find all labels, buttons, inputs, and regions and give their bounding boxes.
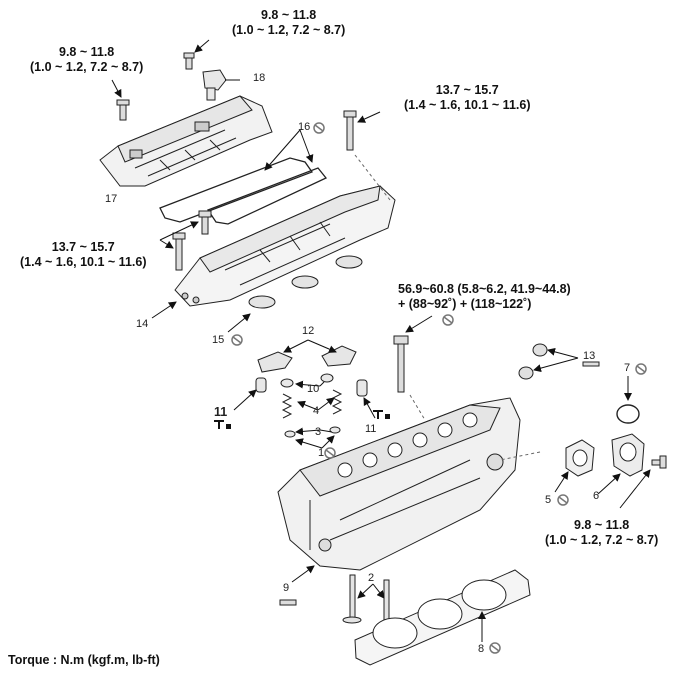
cover-bolt-mid — [198, 210, 212, 235]
breather-cover — [99, 95, 273, 187]
tool-symbols — [214, 410, 390, 429]
part-number-14: 14 — [136, 318, 149, 330]
bolt-fitting — [651, 455, 667, 469]
torque-conversion: (1.4 ~ 1.6, 10.1 ~ 11.6) — [404, 98, 531, 112]
part-number-2: 2 — [368, 572, 375, 584]
torque-label-18: 9.8 ~ 11.8 (1.0 ~ 1.2, 7.2 ~ 8.7) — [232, 8, 345, 38]
torque-conversion: (1.0 ~ 1.2, 7.2 ~ 8.7) — [30, 60, 144, 74]
cylinder-head — [277, 397, 521, 571]
torque-value: 13.7 ~ 15.7 — [435, 83, 499, 97]
torque-label-17: 9.8 ~ 11.8 (1.0 ~ 1.2, 7.2 ~ 8.7) — [30, 45, 143, 75]
o-ring-7 — [616, 404, 640, 424]
part-number-9: 9 — [283, 582, 290, 594]
cylinder-head-cover — [174, 185, 396, 307]
part-number-1: 1 — [318, 447, 325, 459]
part-number-11-right: 11 — [365, 423, 377, 435]
torque-label-fitting: 9.8 ~ 11.8 (1.0 ~ 1.2, 7.2 ~ 8.7) — [545, 518, 658, 548]
part-number-8: 8 — [478, 643, 485, 655]
torque-units-footer: Torque : N.m (kgf.m, lb-ft) — [8, 653, 160, 667]
torque-value: 9.8 ~ 11.8 — [574, 518, 630, 532]
no-reuse-symbols — [231, 122, 647, 654]
valve-train-parts — [255, 373, 368, 438]
part-number-11-left: 11 — [214, 405, 228, 419]
torque-conversion: (1.0 ~ 1.2, 7.2 ~ 8.7) — [232, 23, 346, 37]
cover-bolt-left — [172, 232, 186, 271]
cover-gasket-16 — [159, 157, 328, 225]
torque-value: 13.7 ~ 15.7 — [51, 240, 115, 254]
bolt-17 — [116, 99, 130, 121]
torque-label-head-bolt: 56.9~60.8 (5.8~6.2, 41.9~44.8) + (88~92˚… — [398, 282, 571, 312]
rocker-arms-12 — [257, 345, 357, 373]
head-bolt — [393, 335, 409, 393]
part-number-17: 17 — [105, 193, 118, 205]
torque-value: 9.8 ~ 11.8 — [59, 45, 115, 59]
torque-label-cover-left: 13.7 ~ 15.7 (1.4 ~ 1.6, 10.1 ~ 11.6) — [20, 240, 146, 270]
part-number-12: 12 — [302, 325, 315, 337]
part-number-5: 5 — [545, 494, 552, 506]
head-gasket-8 — [354, 569, 531, 666]
part-number-10: 10 — [307, 383, 320, 395]
cover-bolt-right — [343, 110, 357, 151]
part-number-15: 15 — [212, 334, 225, 346]
plug-seals-15 — [248, 255, 363, 309]
water-fitting-6 — [611, 433, 645, 477]
torque-angle: + (88~92˚) + (118~122˚) — [398, 297, 532, 311]
part-number-13: 13 — [583, 350, 596, 362]
dowel — [279, 599, 297, 606]
torque-label-cover-right: 13.7 ~ 15.7 (1.4 ~ 1.6, 10.1 ~ 11.6) — [404, 83, 530, 113]
part-number-4: 4 — [313, 405, 320, 417]
torque-value: 9.8 ~ 11.8 — [261, 8, 317, 22]
part-number-3: 3 — [315, 426, 322, 438]
torque-conversion: (1.0 ~ 1.2, 7.2 ~ 8.7) — [545, 533, 659, 547]
part-number-18: 18 — [253, 72, 266, 84]
torque-conversion: (1.4 ~ 1.6, 10.1 ~ 11.6) — [20, 255, 147, 269]
bolt-18 — [183, 52, 195, 70]
plugs-13 — [518, 343, 600, 380]
part-number-6: 6 — [593, 490, 600, 502]
part-number-7: 7 — [624, 362, 631, 374]
gasket-5 — [565, 439, 595, 477]
torque-value: 56.9~60.8 (5.8~6.2, 41.9~44.8) — [398, 282, 571, 296]
sensor-18 — [202, 69, 227, 101]
part-number-16: 16 — [298, 121, 311, 133]
